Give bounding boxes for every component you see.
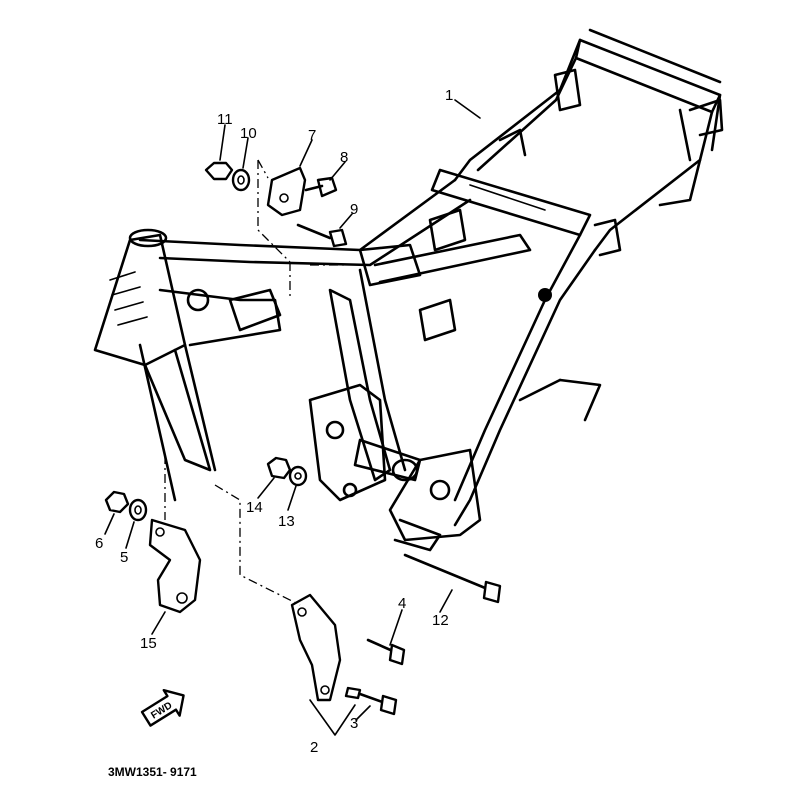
drawing-code: 3MW1351- 9171: [108, 765, 197, 779]
spacer-3: [344, 686, 362, 700]
callout-15: 15: [140, 635, 157, 652]
callout-8: 8: [340, 149, 348, 166]
callout-12: 12: [432, 612, 449, 629]
bracket-2: [290, 593, 342, 702]
washer-5: [128, 498, 148, 522]
callout-10: 10: [240, 125, 257, 142]
callout-1: 1: [445, 87, 453, 104]
parts-mid: [104, 456, 308, 614]
assembly-lines: [164, 159, 345, 606]
callout-14: 14: [246, 499, 263, 516]
bolt-3: [379, 694, 398, 716]
bolt-9: [328, 228, 348, 248]
callouts: 1 2 3 4 5 6 7 8 9 10 11 12 13 14 15: [95, 87, 453, 756]
bolt-8: [316, 176, 338, 198]
washer-10: [231, 168, 251, 192]
callout-3: 3: [350, 715, 358, 732]
leader-lines: [104, 99, 481, 736]
fwd-arrow-icon: FWD: [140, 688, 185, 727]
nut-11: [204, 161, 234, 181]
callout-9: 9: [350, 201, 358, 218]
parts-lower: [290, 553, 502, 716]
bracket-15: [148, 518, 202, 614]
callout-13: 13: [278, 513, 295, 530]
bolt-12: [482, 580, 502, 604]
nut-14: [266, 456, 292, 480]
main-frame: [93, 28, 724, 552]
callout-4: 4: [398, 595, 406, 612]
callout-11: 11: [217, 111, 233, 128]
parts-upper-left: [204, 161, 348, 248]
nut-6: [104, 490, 130, 514]
callout-7: 7: [308, 127, 316, 144]
washer-13: [288, 465, 308, 487]
callout-6: 6: [95, 535, 103, 552]
bolt-4: [388, 643, 406, 666]
bracket-7: [266, 166, 307, 217]
callout-2: 2: [310, 739, 318, 756]
callout-5: 5: [120, 549, 128, 566]
